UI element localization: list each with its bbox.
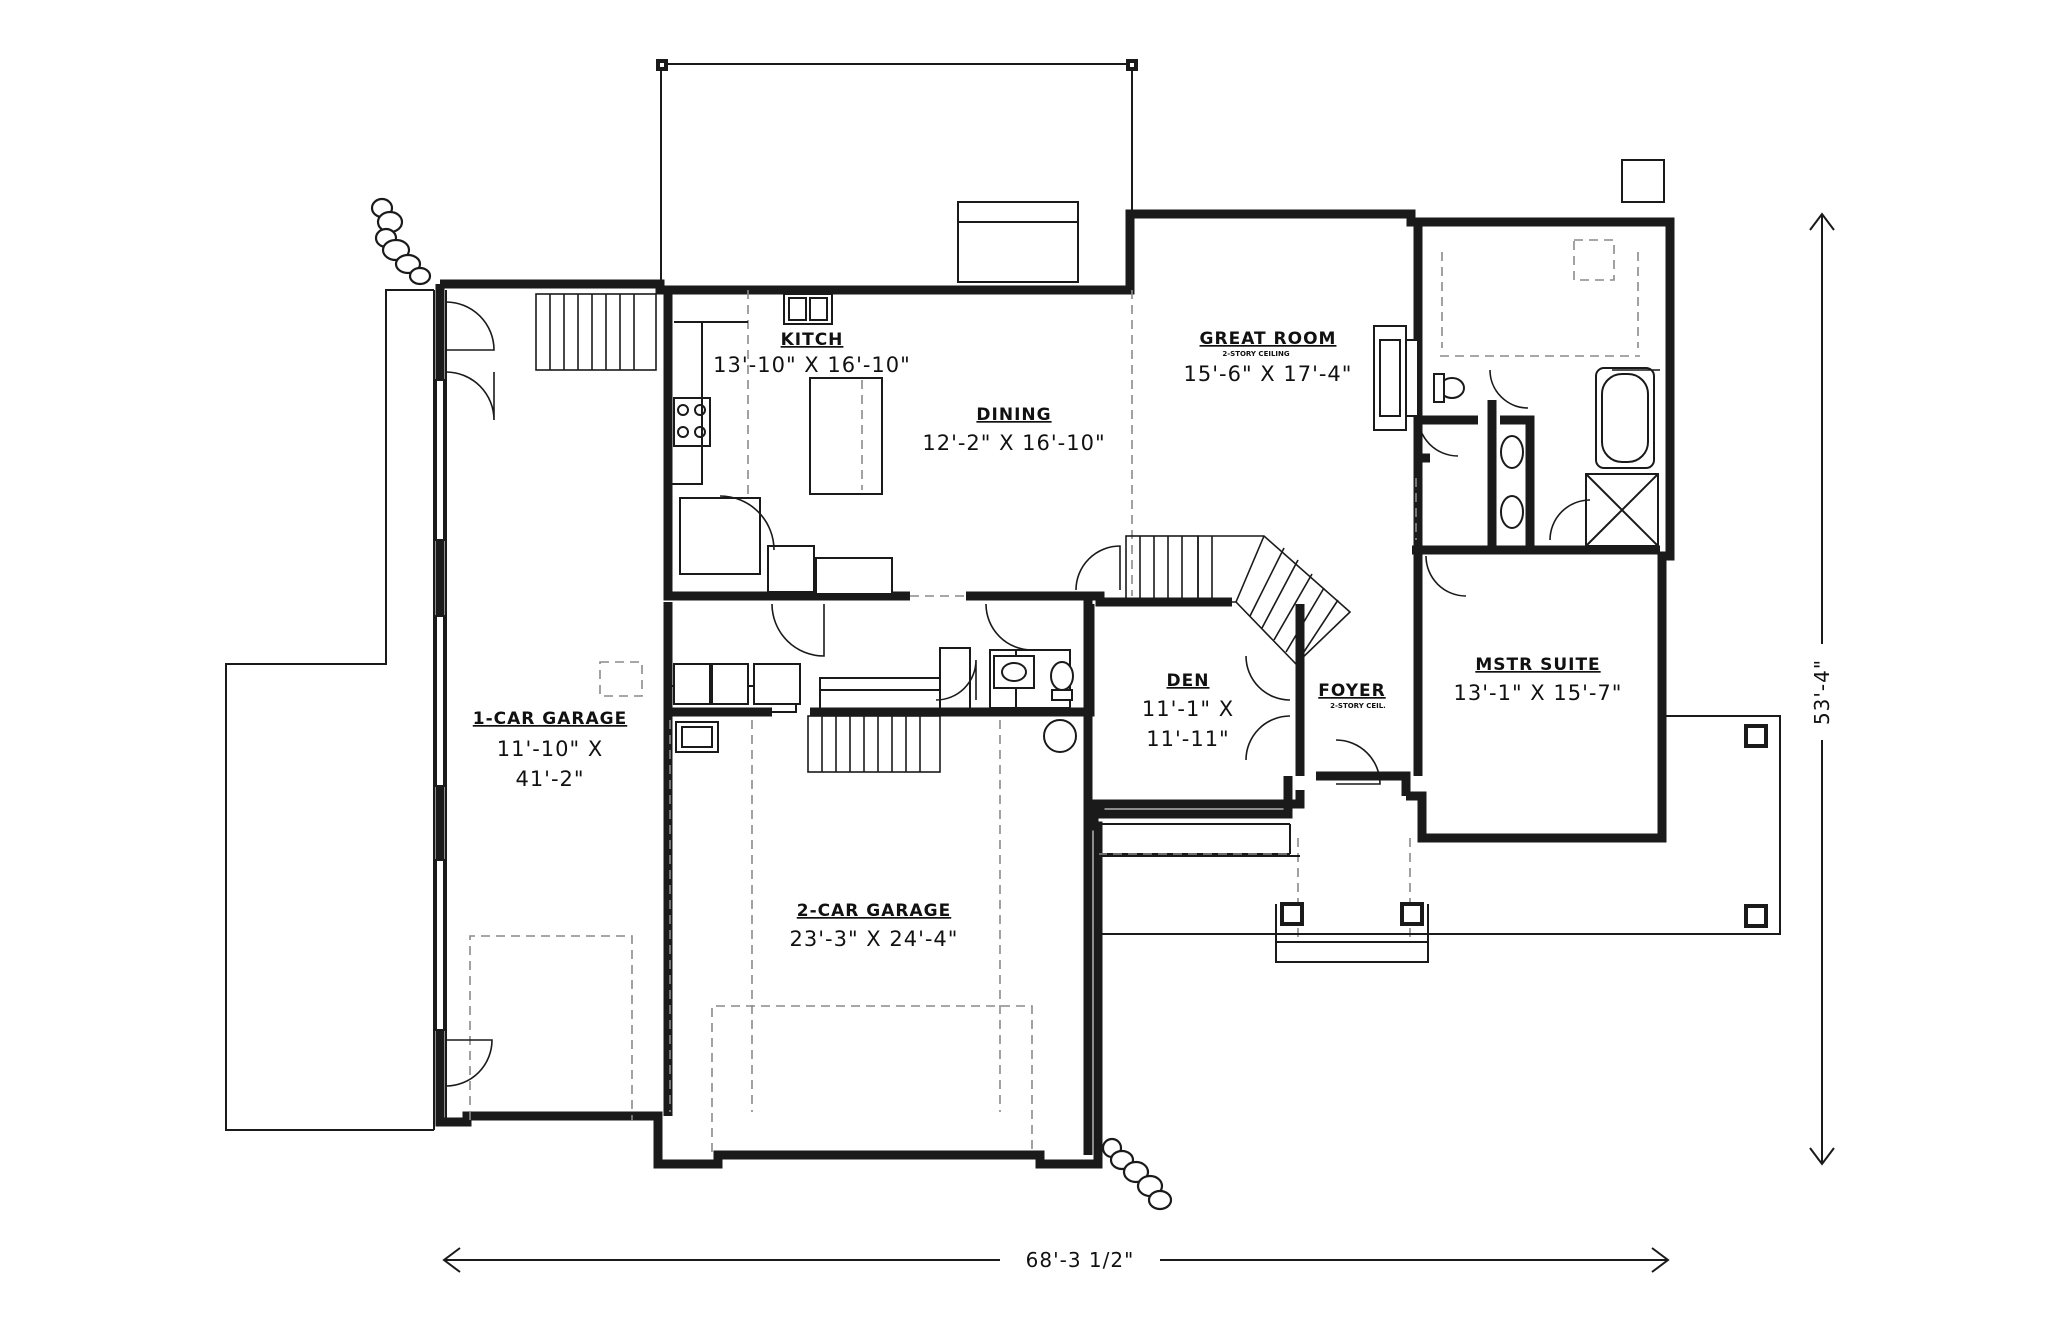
foyer-name: FOYER [1318,681,1385,701]
one-car-garage-dim-1: 11'-10" X [497,737,604,761]
kitchen-name: KITCH [781,330,844,350]
water-heater-icon [1043,719,1077,753]
den-dim-1: 11'-1" X [1142,697,1234,721]
dining-name: DINING [976,405,1051,425]
landscape-rocks-nw [370,197,432,286]
master-suite-dim: 13'-1" X 15'-7" [1454,681,1623,705]
stairs-basement [807,715,941,773]
dining-dim: 12'-2" X 16'-10" [922,431,1105,455]
one-car-garage-dim-2: 41'-2" [515,767,584,791]
stairs-garage [535,293,657,371]
kitchen-dim: 13'-10" X 16'-10" [713,353,911,377]
rear-deck [656,59,1138,290]
room-label-den: DEN 11'-1" X 11'-11" [1142,671,1234,751]
two-car-garage-dim: 23'-3" X 24'-4" [790,927,959,951]
room-label-master-suite: MSTR SUITE 13'-1" X 15'-7" [1454,655,1623,705]
overall-depth-label: 53'-4" [1810,659,1834,725]
garage-west-wall [433,290,447,1130]
kitchen-fixtures [672,293,893,595]
stairs-main [1125,535,1352,666]
vanity-sink-icon [1500,435,1524,469]
doors [445,301,1660,1087]
dashed-lines [469,239,1640,1152]
landscape-rocks-s [1101,1137,1173,1211]
master-bath-fixtures [1433,367,1659,547]
exterior-walls [435,209,1675,1169]
great-room-dim: 15'-6" X 17'-4" [1184,362,1353,386]
great-room-name: GREAT ROOM [1200,329,1337,349]
front-porch [1097,715,1781,963]
room-label-foyer: FOYER 2-STORY CEIL. [1318,681,1386,710]
room-label-great-room: GREAT ROOM 2-STORY CEILING 15'-6" X 17'-… [1184,329,1353,386]
room-label-two-car-garage: 2-CAR GARAGE 23'-3" X 24'-4" [790,901,959,951]
room-label-one-car-garage: 1-CAR GARAGE 11'-10" X 41'-2" [473,709,627,791]
master-suite-name: MSTR SUITE [1475,655,1600,675]
dryer-icon [711,663,749,705]
den-name: DEN [1167,671,1210,691]
great-room-sub: 2-STORY CEILING [1222,350,1290,358]
fireplace-icon [1373,325,1419,431]
toilet-icon [1050,661,1074,691]
overall-depth-dimension: 53'-4" [1806,212,1838,1166]
overall-width-dimension: 68'-3 1/2" [442,1244,1670,1274]
room-label-kitchen: KITCH 13'-10" X 16'-10" [713,330,911,377]
one-car-garage-name: 1-CAR GARAGE [473,709,627,729]
overall-width-label: 68'-3 1/2" [1026,1248,1135,1272]
kitchen-island [809,377,883,495]
washer-icon [673,663,711,705]
side-patio [225,289,434,1131]
laundry-fixtures [673,655,1077,753]
foyer-sub: 2-STORY CEIL. [1330,702,1386,710]
pantry [679,497,761,575]
two-car-garage-name: 2-CAR GARAGE [797,901,951,921]
chimney [1621,159,1665,203]
den-dim-2: 11'-11" [1146,727,1229,751]
room-label-dining: DINING 12'-2" X 16'-10" [922,405,1105,455]
powder-sink-icon [993,655,1035,689]
